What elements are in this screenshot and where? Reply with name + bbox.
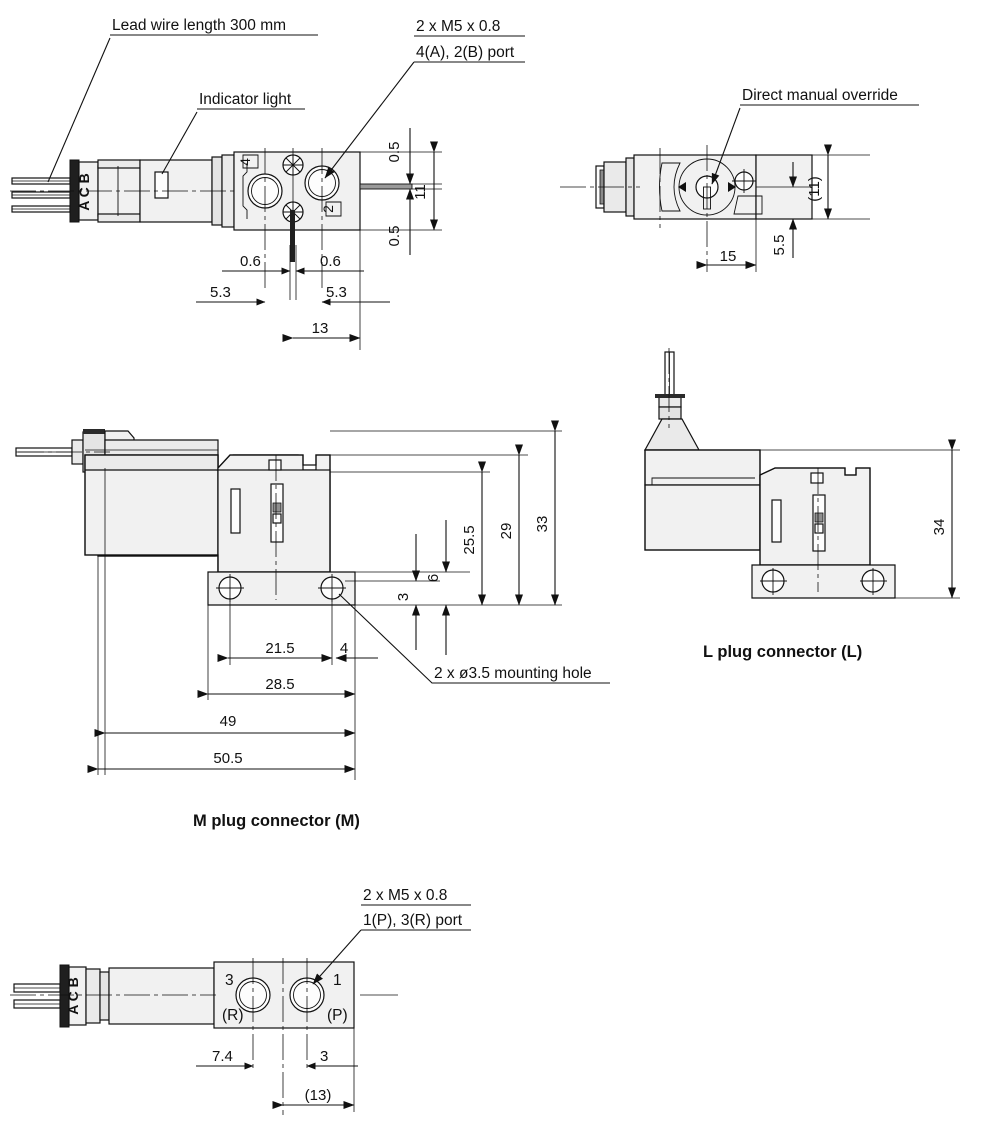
dim-13: 13 bbox=[312, 320, 329, 337]
dims-horizontal-top-view bbox=[196, 230, 390, 350]
ports-pr-note-line2: 1(P), 3(R) port bbox=[363, 912, 463, 929]
dim-34: 34 bbox=[931, 519, 948, 536]
leader-lead-wire bbox=[47, 34, 318, 183]
dim-4: 4 bbox=[340, 640, 348, 657]
dim-15: 15 bbox=[720, 248, 737, 265]
view-bottom-ports-pr: A C B 3 1 (R) (P) bbox=[10, 887, 471, 1115]
leader-manual-override bbox=[711, 104, 919, 185]
dim-3: 3 bbox=[395, 593, 412, 601]
dim-5_3-left: 5.3 bbox=[210, 284, 231, 301]
bottom-connector-block: A C B bbox=[59, 964, 110, 1028]
mounting-hole-note: 2 x ø3.5 mounting hole bbox=[434, 665, 592, 682]
dims-vertical-m-plug bbox=[330, 420, 562, 655]
dim-28_5: 28.5 bbox=[265, 676, 294, 693]
l-valve-body bbox=[759, 467, 871, 566]
port-letter-r: (R) bbox=[222, 1007, 244, 1024]
mounting-hole-left bbox=[216, 574, 244, 602]
lead-wires bbox=[11, 177, 71, 213]
dims-manual-override bbox=[696, 144, 870, 272]
dim-5_3-right: 5.3 bbox=[326, 284, 347, 301]
dim-33: 33 bbox=[534, 516, 551, 533]
dim-0_6-left: 0.6 bbox=[240, 253, 261, 270]
dim-13-paren: (13) bbox=[305, 1087, 332, 1104]
leader-mounting-hole bbox=[338, 593, 610, 684]
port-letter-p: (P) bbox=[327, 1007, 348, 1024]
dims-horizontal-m-plug bbox=[87, 468, 378, 780]
leader-ports-pr bbox=[312, 904, 471, 985]
dim-0_5-lower: 0.5 bbox=[386, 226, 403, 247]
dim-29: 29 bbox=[498, 523, 515, 540]
dim-21_5: 21.5 bbox=[265, 640, 294, 657]
port-label-2: 2 bbox=[320, 205, 336, 213]
bottom-lead-wires bbox=[13, 983, 61, 1009]
port-label-4: 4 bbox=[237, 158, 253, 166]
mounting-hole-right bbox=[318, 574, 346, 602]
dim-0_6-right: 0.6 bbox=[320, 253, 341, 270]
indicator-light-window bbox=[154, 171, 169, 199]
dims-l-plug bbox=[760, 439, 960, 599]
dim-7_4: 7.4 bbox=[212, 1048, 233, 1065]
leader-indicator-light bbox=[161, 108, 305, 175]
dim-50_5: 50.5 bbox=[213, 750, 242, 767]
view-top-ports-ab: A C B 4 2 bbox=[10, 17, 525, 350]
valve-body-manual-override bbox=[633, 154, 813, 220]
m-mounting-base bbox=[207, 571, 356, 606]
m-valve-body bbox=[84, 449, 331, 573]
indicator-light-note: Indicator light bbox=[199, 91, 292, 108]
manual-override-note: Direct manual override bbox=[742, 87, 898, 104]
dim-49: 49 bbox=[220, 713, 237, 730]
dim-6: 6 bbox=[425, 574, 442, 582]
view-l-plug-connector: 34 L plug connector (L) bbox=[643, 348, 960, 661]
view-manual-override: Direct manual override 15 (11) 5.5 bbox=[560, 87, 919, 272]
ports-pr-note-line1: 2 x M5 x 0.8 bbox=[363, 887, 447, 904]
connector-letters-top: A C B bbox=[76, 173, 92, 211]
dim-11-paren: (11) bbox=[806, 176, 823, 202]
l-lead-wire bbox=[655, 351, 685, 420]
l-mounting-hole-right bbox=[860, 568, 887, 595]
dim-5_5: 5.5 bbox=[771, 235, 788, 256]
connector-letters-bottom: A C B bbox=[65, 977, 81, 1015]
dim-3-bottom: 3 bbox=[320, 1048, 328, 1065]
pilot-screw bbox=[732, 169, 756, 193]
lead-wire-note: Lead wire length 300 mm bbox=[112, 17, 286, 34]
m-plug-connector-caption: M plug connector (M) bbox=[193, 812, 360, 830]
view-m-plug-connector: 33 29 25.5 6 3 2 x ø3.5 mounting hole 21… bbox=[15, 420, 610, 830]
dims-vertical-top-view bbox=[360, 128, 442, 255]
l-plug-connector-caption: L plug connector (L) bbox=[703, 643, 862, 661]
leader-ports-ab bbox=[324, 35, 525, 179]
port-number-3: 3 bbox=[225, 972, 234, 989]
port-number-1: 1 bbox=[333, 972, 342, 989]
ports-ab-note-line1: 2 x M5 x 0.8 bbox=[416, 18, 500, 35]
dim-0_5-upper: 0.5 bbox=[386, 142, 403, 163]
dim-25_5: 25.5 bbox=[461, 525, 478, 554]
ports-ab-note-line2: 4(A), 2(B) port bbox=[416, 44, 515, 61]
dim-11: 11 bbox=[412, 184, 429, 200]
l-plug-housing bbox=[643, 418, 761, 551]
dims-bottom-view bbox=[196, 1028, 358, 1112]
l-mounting-hole-left bbox=[760, 568, 787, 595]
l-mounting-base bbox=[751, 564, 896, 599]
